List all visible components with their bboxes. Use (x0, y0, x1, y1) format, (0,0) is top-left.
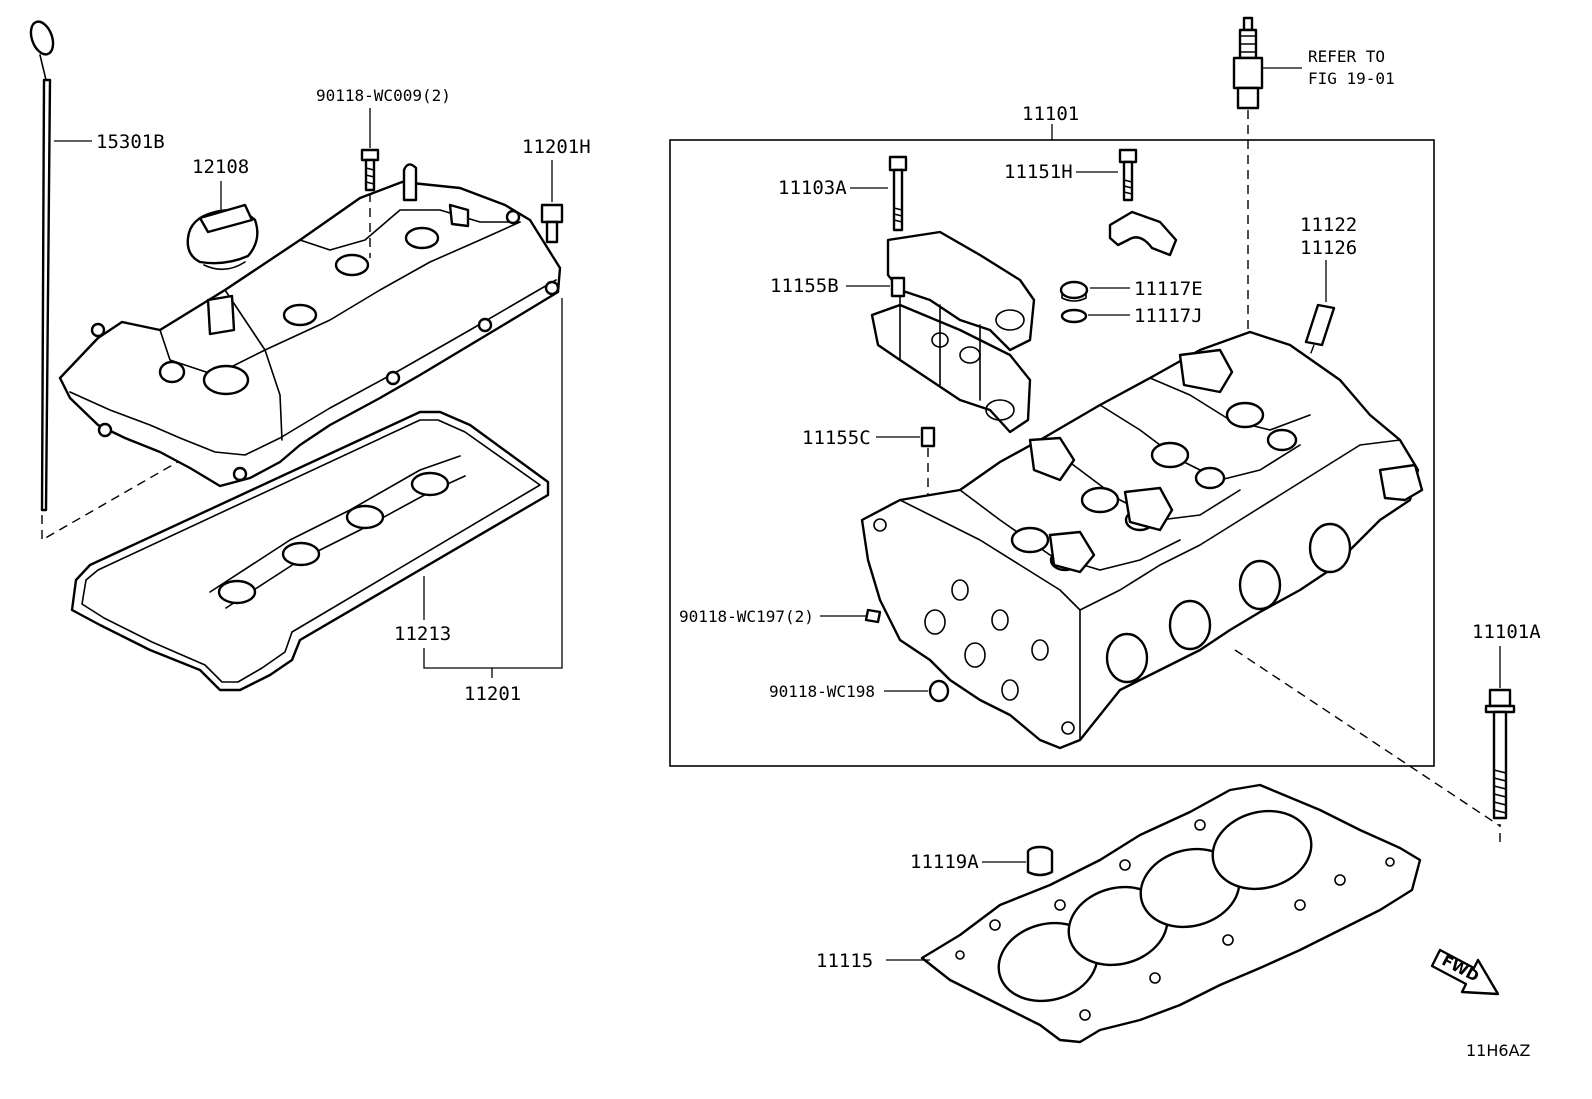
bolt-11151h[interactable] (1118, 148, 1138, 202)
forward-arrow-icon: FWD (1430, 948, 1500, 996)
label-12108: 12108 (192, 156, 249, 178)
label-11117e: 11117E (1134, 278, 1203, 300)
bolt-11103a[interactable] (888, 155, 908, 232)
plug-11117e[interactable] (1059, 280, 1089, 302)
dowel-pin-11155c[interactable] (920, 426, 936, 448)
label-11101: 11101 (1022, 103, 1079, 125)
label-90118-wc197: 90118-WC197(2) (679, 607, 814, 626)
label-11117j: 11117J (1134, 305, 1203, 327)
valve-guide-bushing[interactable] (1304, 303, 1336, 347)
label-11101a: 11101A (1472, 621, 1541, 643)
plug-90118-wc197[interactable] (864, 608, 882, 624)
cylinder-head-cover[interactable] (58, 163, 562, 488)
bolt-11201h[interactable] (540, 203, 564, 244)
cylinder-head[interactable] (860, 330, 1424, 750)
label-11213: 11213 (394, 623, 451, 645)
spark-plug[interactable] (1232, 16, 1264, 110)
label-11155c: 11155C (802, 427, 871, 449)
camshaft-bearing-cap[interactable] (1108, 210, 1178, 257)
dipstick-15301b[interactable] (27, 19, 57, 512)
label-11103a: 11103A (778, 177, 847, 199)
label-11201h: 11201H (522, 136, 591, 158)
label-11119a: 11119A (910, 851, 979, 873)
refer-text-line2: FIG 19-01 (1308, 69, 1395, 88)
label-11126: 11126 (1300, 237, 1357, 259)
label-11151h: 11151H (1004, 161, 1073, 183)
o-ring-11117j[interactable] (1060, 308, 1088, 324)
plug-90118-wc198[interactable] (928, 679, 950, 703)
label-11155b: 11155B (770, 275, 839, 297)
diagram-code: 11H6AZ (1466, 1041, 1531, 1060)
head-gasket-11115[interactable] (920, 783, 1422, 1044)
head-cover-gasket-11213[interactable] (70, 410, 550, 692)
dowel-pin-11155b[interactable] (890, 276, 906, 298)
oil-filler-cap-12108[interactable] (186, 203, 259, 271)
label-15301b: 15301B (96, 131, 165, 153)
label-90118-wc198: 90118-WC198 (769, 682, 875, 701)
camshaft-housing[interactable] (870, 230, 1036, 434)
dowel-pin-11119a[interactable] (1026, 845, 1054, 877)
label-11201: 11201 (464, 683, 521, 705)
label-11122: 11122 (1300, 214, 1357, 236)
bolt-90118-wc009[interactable] (360, 148, 380, 192)
refer-text-line1: REFER TO (1308, 47, 1385, 66)
label-11115: 11115 (816, 950, 873, 972)
label-90118-wc009: 90118-WC009(2) (316, 86, 451, 105)
head-bolt-11101a[interactable] (1484, 688, 1516, 820)
